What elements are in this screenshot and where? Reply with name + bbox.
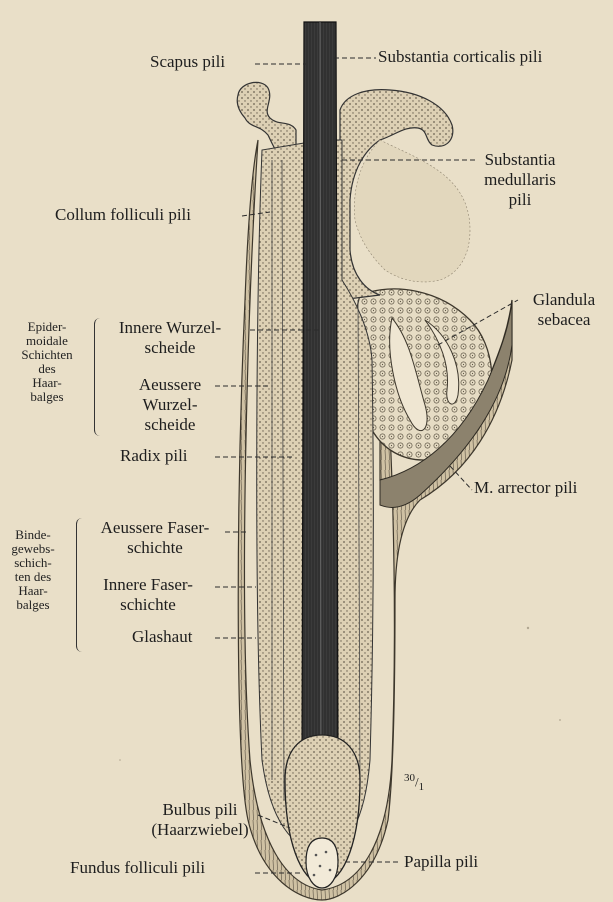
label-bulbus-line-2: (Haarzwiebel) <box>140 820 260 840</box>
group-epid-line-1: Epider- <box>4 320 90 334</box>
label-aeussere-faser-line-2: schichte <box>82 538 228 558</box>
magnification-label: 30/1 <box>404 772 424 793</box>
label-innere-wurzelscheide: Innere Wurzel- scheide <box>100 318 240 358</box>
group-epid-line-5: Haar- <box>4 376 90 390</box>
group-binde-line-2: gewebs- <box>2 542 64 556</box>
label-aeussere-wurzel-line-3: scheide <box>100 415 240 435</box>
label-innere-wurzel-line-1: Innere Wurzel- <box>100 318 240 338</box>
group-epid-line-6: balges <box>4 390 90 404</box>
label-m-arrector-pili: M. arrector pili <box>474 478 577 498</box>
group-epid-line-4: des <box>4 362 90 376</box>
magnification-den: 1 <box>419 781 425 793</box>
label-aeussere-wurzel-line-1: Aeussere <box>100 375 240 395</box>
label-bulbus-pili: Bulbus pili (Haarzwiebel) <box>140 800 260 840</box>
group-binde-line-5: Haar- <box>2 584 64 598</box>
label-bulbus-line-1: Bulbus pili <box>140 800 260 820</box>
label-medullaris-line-3: pili <box>472 190 568 210</box>
label-aeussere-faser-line-1: Aeussere Faser- <box>82 518 228 538</box>
label-aeussere-faserschichte: Aeussere Faser- schichte <box>82 518 228 558</box>
group-epidermoidale-label: Epider- moidale Schichten des Haar- balg… <box>4 320 90 404</box>
label-aeussere-wurzel-line-2: Wurzel- <box>100 395 240 415</box>
magnification-num: 30 <box>404 772 415 784</box>
label-medullaris-line-1: Substantia <box>472 150 568 170</box>
label-papilla-pili: Papilla pili <box>404 852 478 872</box>
label-aeussere-wurzelscheide: Aeussere Wurzel- scheide <box>100 375 240 435</box>
label-glandula-line-1: Glandula <box>520 290 608 310</box>
label-collum-folliculi: Collum folliculi pili <box>55 205 191 225</box>
group-binde-line-4: ten des <box>2 570 64 584</box>
group-bindegewebs-label: Binde- gewebs- schich- ten des Haar- bal… <box>2 528 64 612</box>
label-medullaris-line-2: medullaris <box>472 170 568 190</box>
epidermis-right-lip <box>340 90 470 300</box>
label-fundus-folliculi: Fundus folliculi pili <box>70 858 205 878</box>
group-binde-line-3: schich- <box>2 556 64 570</box>
label-innere-faserschichte: Innere Faser- schichte <box>82 575 214 615</box>
dermal-papilla <box>306 838 338 888</box>
group-binde-line-1: Binde- <box>2 528 64 542</box>
label-scapus-pili: Scapus pili <box>150 52 225 72</box>
label-innere-wurzel-line-2: scheide <box>100 338 240 358</box>
hair-shaft <box>302 22 338 825</box>
label-glashaut: Glashaut <box>132 627 192 647</box>
label-radix-pili: Radix pili <box>120 446 188 466</box>
group-epid-line-2: moidale <box>4 334 90 348</box>
group-binde-line-6: balges <box>2 598 64 612</box>
label-substantia-corticalis: Substantia corticalis pili <box>378 47 542 67</box>
label-innere-faser-line-2: schichte <box>82 595 214 615</box>
label-innere-faser-line-1: Innere Faser- <box>82 575 214 595</box>
label-substantia-medullaris: Substantia medullaris pili <box>472 150 568 210</box>
group-epid-line-3: Schichten <box>4 348 90 362</box>
label-glandula-line-2: sebacea <box>520 310 608 330</box>
label-glandula-sebacea: Glandula sebacea <box>520 290 608 330</box>
